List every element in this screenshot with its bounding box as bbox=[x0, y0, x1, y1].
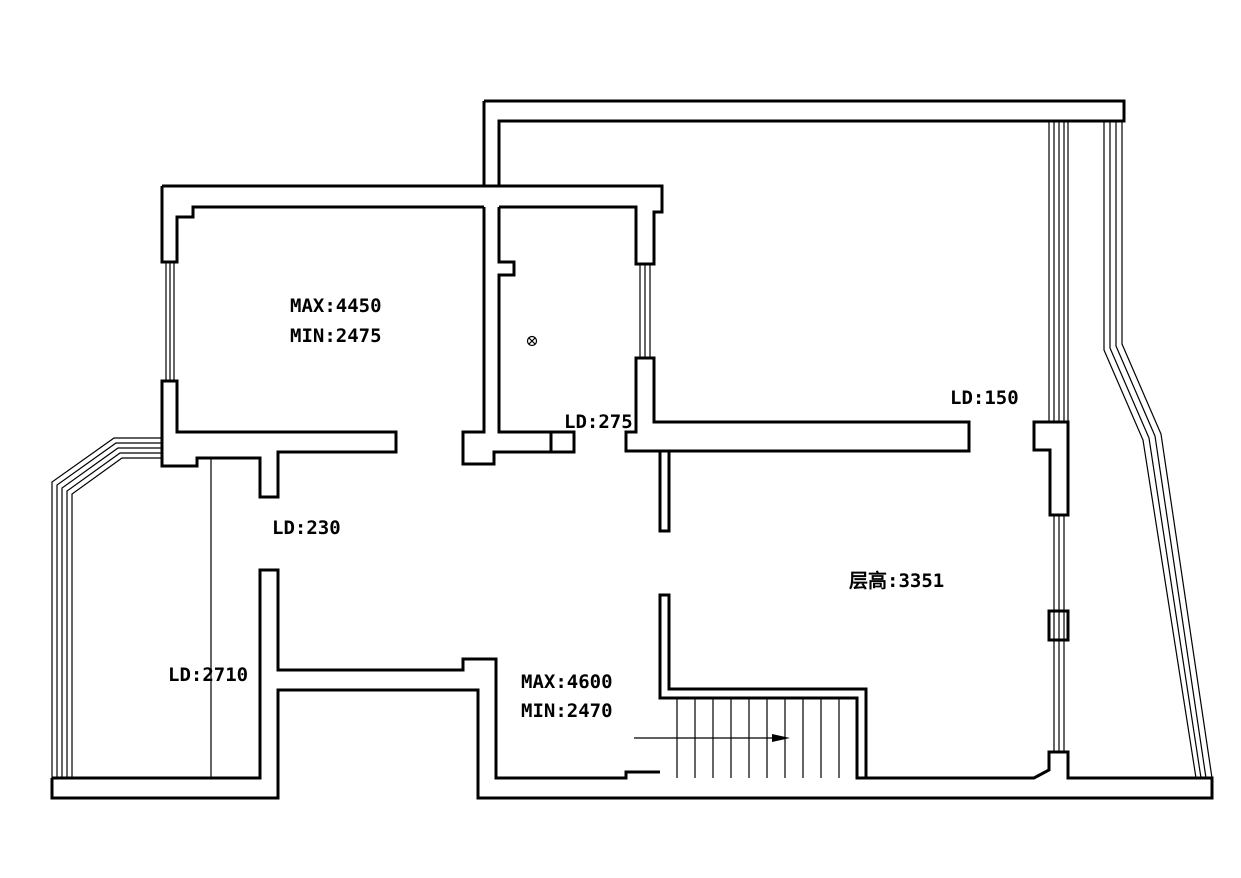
ld-275-label: LD:275 bbox=[564, 411, 633, 433]
ld-230-label: LD:230 bbox=[272, 517, 341, 539]
room-nw-max: MAX:4450 bbox=[290, 295, 382, 317]
ld-2710-label: LD:2710 bbox=[168, 664, 248, 686]
floor-drain-icon bbox=[526, 335, 538, 347]
room-nw-min: MIN:2475 bbox=[290, 325, 382, 347]
outer-walls bbox=[50, 99, 1214, 800]
staircase bbox=[634, 698, 840, 778]
windows bbox=[51, 121, 1213, 779]
arrow-right-icon bbox=[634, 734, 790, 742]
floor-height-label: 层高:3351 bbox=[849, 569, 944, 592]
ld-150-label: LD:150 bbox=[950, 387, 1019, 409]
room-s-min: MIN:2470 bbox=[521, 700, 613, 722]
room-s-max: MAX:4600 bbox=[521, 671, 613, 693]
